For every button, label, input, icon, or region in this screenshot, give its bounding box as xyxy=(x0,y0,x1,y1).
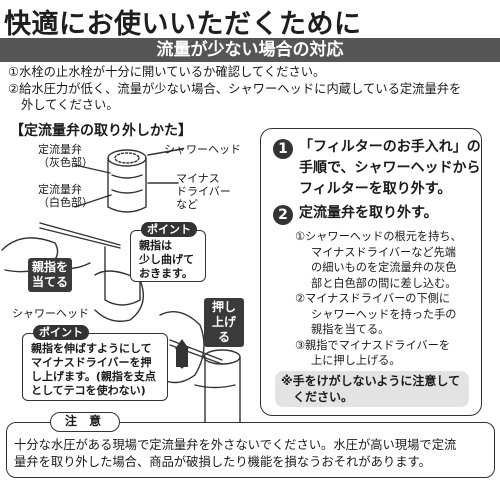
step-1-line: フィルターを取り外す。 xyxy=(299,181,452,197)
warning-line: ください。 xyxy=(293,390,354,404)
notes: ①水栓の止水栓が十分に開いているか確認してください。 ②給水圧力が低く、流量が少… xyxy=(8,64,498,114)
push-tag: 押し 上げる xyxy=(204,298,244,347)
push-tag-line: 上げる xyxy=(211,315,236,344)
substep-line: シャワーヘッドを持った手の xyxy=(311,307,457,321)
point2-text: し上げます。(親指を支点 xyxy=(31,370,156,383)
point1-text: 少し曲げて xyxy=(139,253,194,266)
thumb-tag-line: 当てる xyxy=(32,275,69,289)
shower-head-label-top: シャワーヘッド xyxy=(164,143,241,156)
point2-box: ポイント 親指を伸ばすようにして マイナスドライバーを押 し上げます。(親指を支… xyxy=(22,325,168,401)
removal-heading: 【定流量弁の取り外しかた】 xyxy=(10,123,192,139)
substep-line: の細いものを定流量弁の灰色 xyxy=(311,261,457,274)
caution-line: 量弁を取り外した場合、商品が破損したり機能を損なうおそれがあります。 xyxy=(14,455,431,469)
valve-white-label-2: （白色部） xyxy=(38,196,93,209)
substep-line: ③親指でマイナスドライバーを xyxy=(295,338,451,352)
note-line: ②給水圧力が低く、流量が少ない場合、シャワーヘッドに内蔵している定流量弁を xyxy=(8,81,462,96)
step-1-line: 手順で、シャワーヘッドから xyxy=(299,160,481,176)
substep-line: 親指を当てる。 xyxy=(311,323,390,336)
point2-tag: ポイント xyxy=(33,325,89,340)
valve-gray-label-2: （灰色部） xyxy=(38,156,93,169)
point2-text: としてテコを使わない) xyxy=(31,384,146,397)
substep-line: 上に押し上げる。 xyxy=(311,354,401,367)
point2-text: マイナスドライバーを押 xyxy=(31,356,152,369)
step-1: 1 「フィルターのお手入れ」の 手順で、シャワーヘッドから フィルターを取り外す… xyxy=(273,137,481,200)
note-line: ①水栓の止水栓が十分に開いているか確認してください。 xyxy=(8,65,326,79)
driver-label-1: マイナス xyxy=(176,172,220,185)
driver-label-2: ドライバー xyxy=(176,185,231,198)
substep-line: ②マイナスドライバーの下側に xyxy=(295,292,451,305)
note-line: 外してください。 xyxy=(21,98,119,112)
valve-gray-label-1: 定流量弁 xyxy=(38,143,82,156)
warning-line: ※手をけがしないように注意して xyxy=(281,374,461,388)
point1-text: おきます。 xyxy=(139,267,193,280)
step-2: 2 定流量弁を取り外す。 xyxy=(273,203,438,225)
step-2-number: 2 xyxy=(273,205,293,225)
valve-white-label-1: 定流量弁 xyxy=(38,183,82,196)
caution-tag: 注 意 xyxy=(50,412,120,432)
step-1-line: 「フィルターのお手入れ」の xyxy=(299,139,481,155)
warning-box: ※手をけがしないように注意して ください。 xyxy=(275,371,469,407)
caution-line: 十分な水圧がある現場で定流量弁を外さないでください。水圧が高い現場で定流 xyxy=(14,438,457,452)
substep-line: マイナスドライバーなど先端 xyxy=(311,245,456,259)
thumb-tag: 親指を 当てる xyxy=(28,258,72,292)
step-2-text: 定流量弁を取り外す。 xyxy=(299,205,438,221)
step-2-substeps: ①シャワーヘッドの根元を持ち、 マイナスドライバーなど先端 の細いものを定流量弁… xyxy=(295,229,462,369)
point2-text: 親指を伸ばすようにして xyxy=(31,342,152,355)
substep-line: 部と白色部の間に差し込む。 xyxy=(311,276,457,290)
driver-label-3: など xyxy=(176,198,198,211)
point1-box: ポイント 親指は 少し曲げて おきます。 xyxy=(130,222,206,282)
push-tag-line: 押し xyxy=(211,300,236,314)
thumb-tag-line: 親指を xyxy=(32,260,69,274)
caution-text: 十分な水圧がある現場で定流量弁を外さないでください。水圧が高い現場で定流 量弁を… xyxy=(14,437,456,471)
step-1-number: 1 xyxy=(273,139,293,159)
step-1-text: 「フィルターのお手入れ」の 手順で、シャワーヘッドから フィルターを取り外す。 xyxy=(299,137,481,200)
main-title: 快適にお使いいただくために xyxy=(4,9,362,40)
section-banner: 流量が少ない場合の対応 xyxy=(0,38,500,62)
point1-tag: ポイント xyxy=(141,222,197,237)
substep-line: ①シャワーヘッドの根元を持ち、 xyxy=(295,230,462,243)
steps-panel: 1 「フィルターのお手入れ」の 手順で、シャワーヘッドから フィルターを取り外す… xyxy=(260,128,482,416)
shower-head-label-bottom: シャワーヘッド xyxy=(12,307,89,320)
point1-text: 親指は xyxy=(139,239,172,252)
